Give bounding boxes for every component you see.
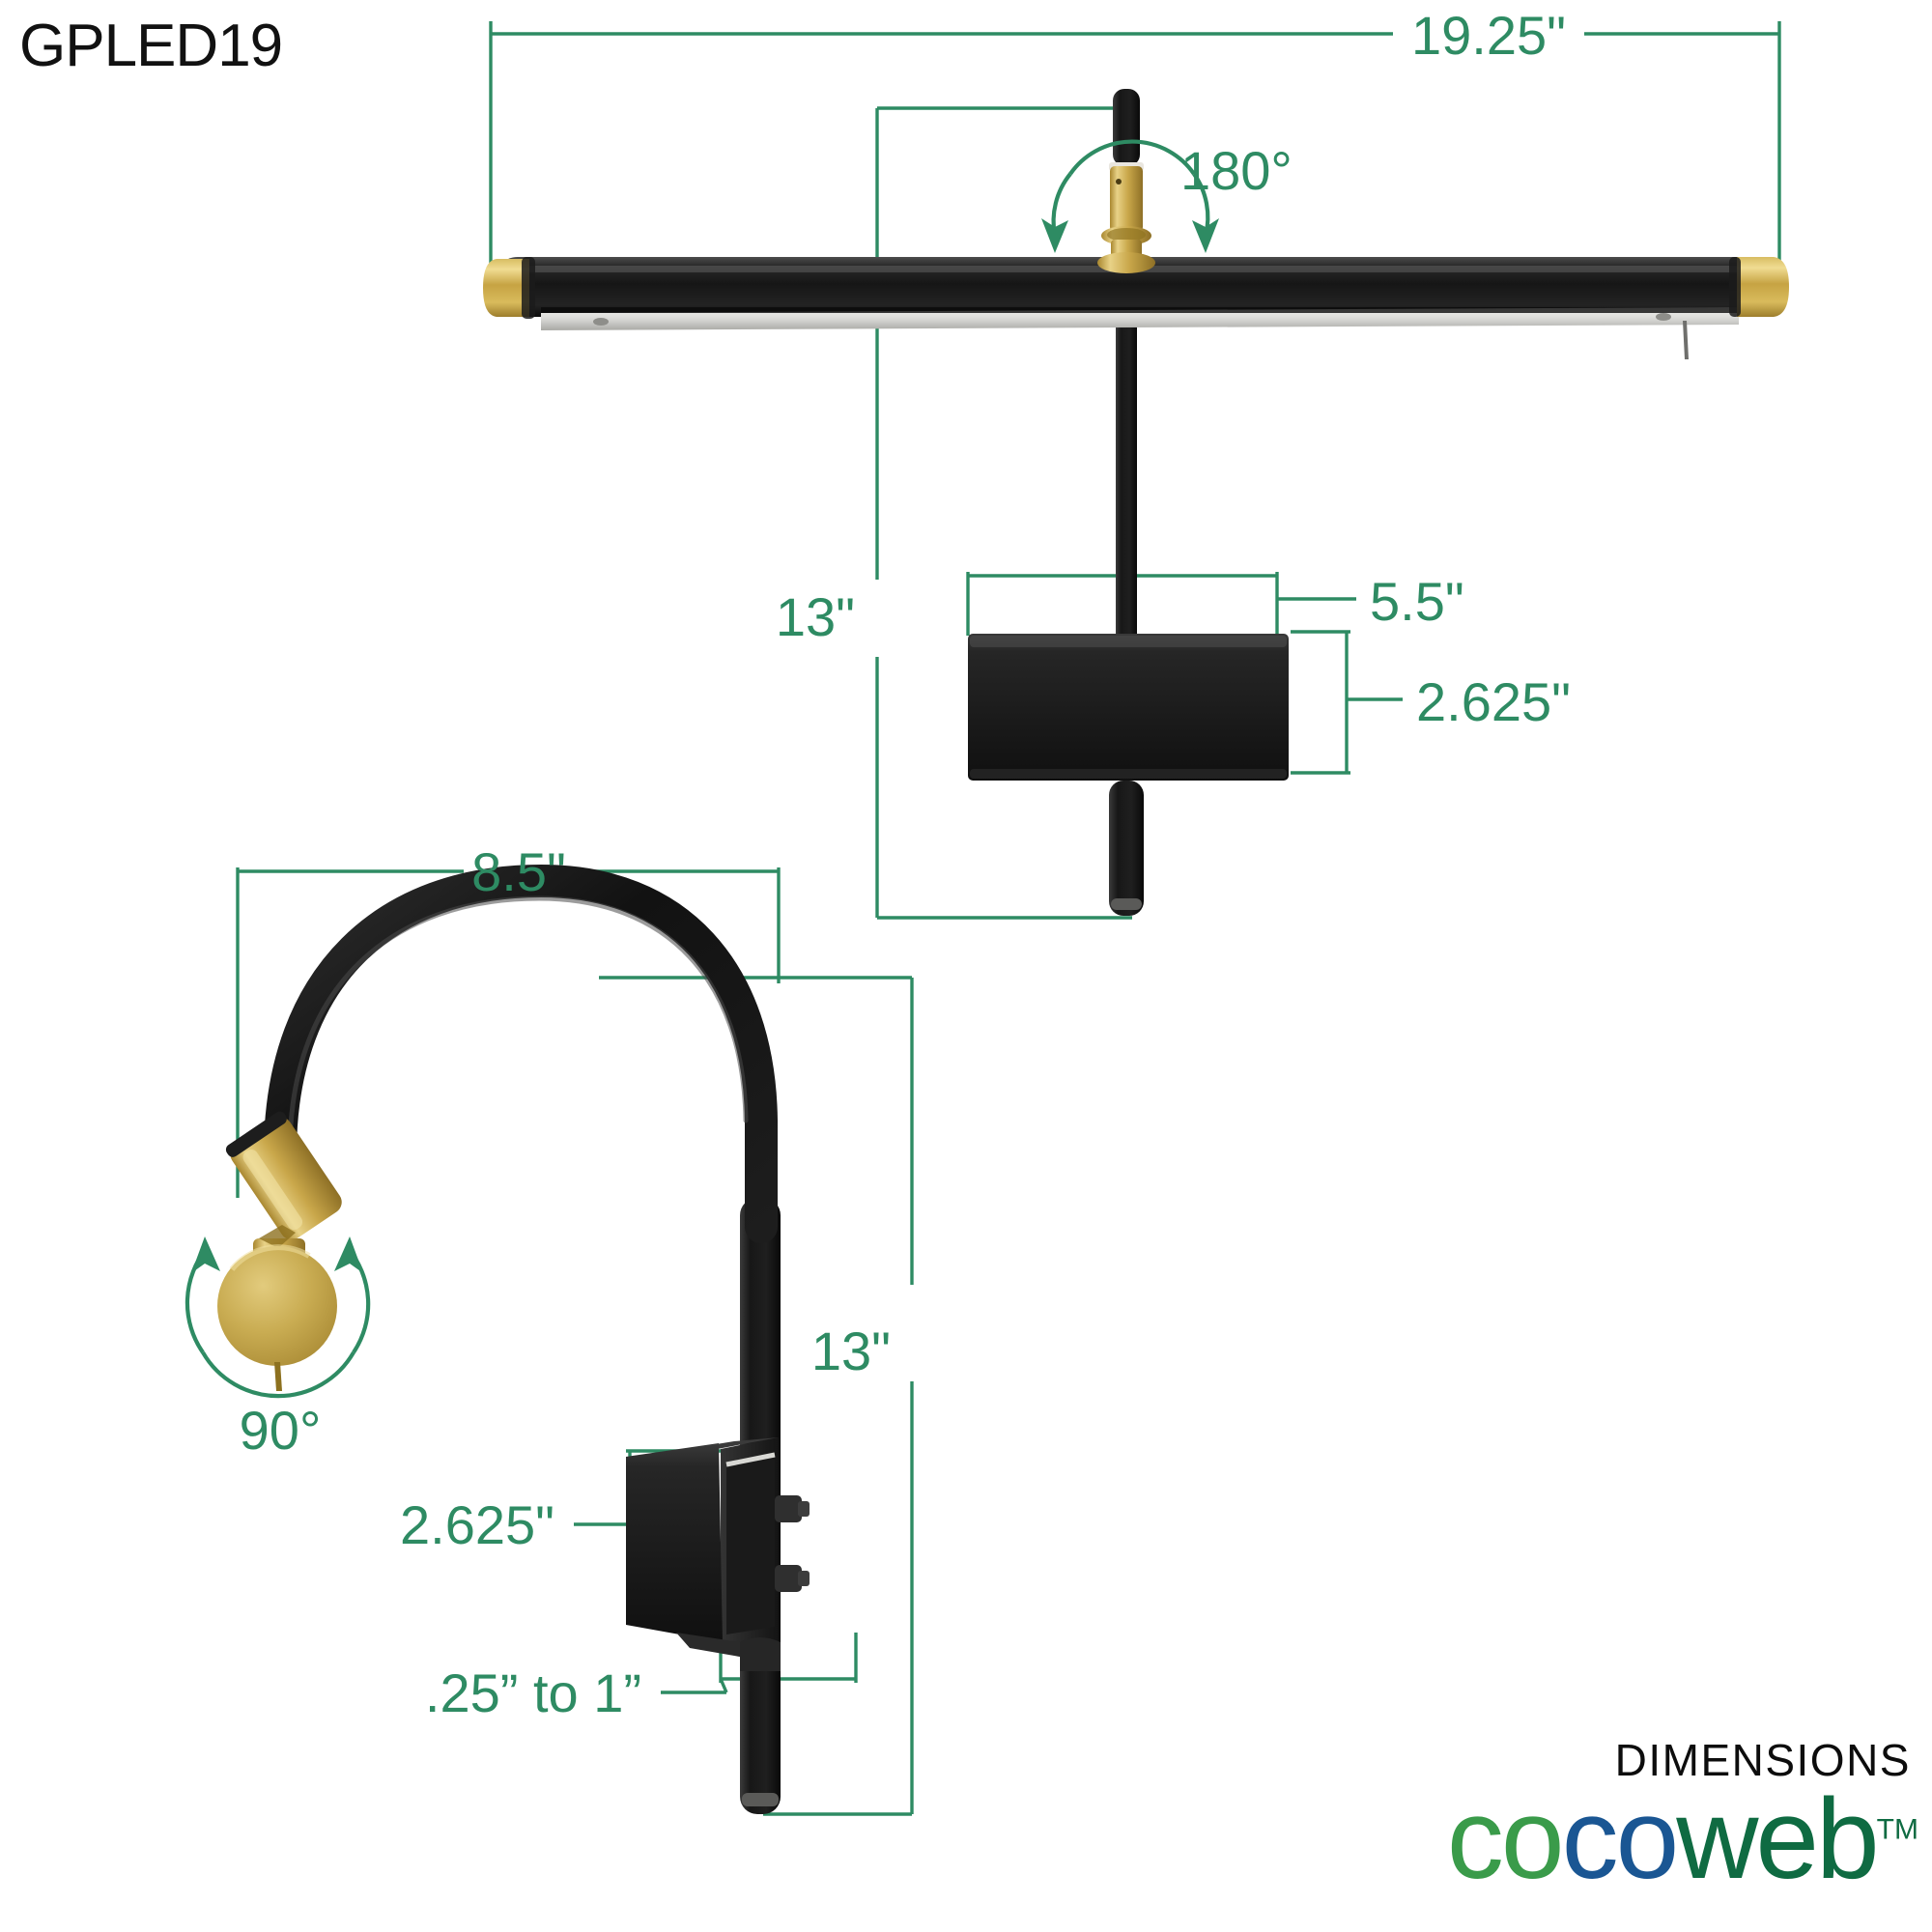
label-clamp-depth: 2.625" bbox=[400, 1494, 554, 1555]
front-clamp-block bbox=[968, 634, 1289, 781]
front-180-arrowheads bbox=[1041, 218, 1219, 253]
side-post-sleeve bbox=[740, 1637, 781, 1671]
logo-part-1: co bbox=[1446, 1776, 1565, 1903]
strip-screw-right bbox=[1656, 313, 1671, 321]
logo-part-3: web bbox=[1676, 1776, 1879, 1903]
label-arm-reach: 8.5" bbox=[471, 841, 566, 902]
swivel-upper-stem bbox=[1113, 89, 1140, 166]
logo-part-2: co bbox=[1561, 1776, 1680, 1903]
side-clamp-thumbscrew-upper bbox=[775, 1495, 810, 1522]
front-view-product bbox=[483, 89, 1789, 916]
side-90-arrowheads bbox=[191, 1236, 363, 1273]
footer-caption: DIMENSIONS bbox=[1614, 1735, 1911, 1785]
swivel-base-flange bbox=[1097, 252, 1155, 273]
side-clamp-channel-highlight bbox=[725, 1452, 776, 1467]
label-overall-drop-front: 13" bbox=[776, 586, 855, 647]
logo-trademark: TM bbox=[1876, 1813, 1918, 1846]
side-head-assembly bbox=[217, 1111, 342, 1391]
side-view-labels: 8.5" 13" 2.625" .25” to 1” 90° bbox=[240, 841, 891, 1723]
side-clamp-bracket bbox=[626, 1437, 810, 1671]
front-endcap-left bbox=[483, 257, 535, 319]
strip-screw-left bbox=[593, 318, 609, 326]
side-gooseneck-arm bbox=[264, 864, 778, 1243]
side-collar-black-band bbox=[225, 1111, 287, 1157]
side-clamp-channel bbox=[726, 1455, 775, 1634]
leader-range-jog bbox=[719, 1678, 728, 1693]
label-clamp-range: .25” to 1” bbox=[425, 1662, 641, 1723]
front-swivel-joint bbox=[1097, 89, 1155, 273]
front-lower-stub bbox=[1109, 781, 1144, 916]
side-clamp-thumbscrew-lower bbox=[775, 1565, 810, 1592]
front-lamp-bar bbox=[493, 257, 1777, 359]
front-endcap-right bbox=[1729, 257, 1789, 317]
page-title: GPLED19 bbox=[19, 13, 283, 79]
cocoweb-logo: cocowebTM bbox=[1447, 1782, 1918, 1896]
label-shade-swivel: 180° bbox=[1180, 140, 1293, 201]
strip-pin bbox=[1683, 321, 1689, 359]
label-overall-width: 19.25" bbox=[1411, 5, 1566, 66]
label-clamp-height-front: 2.625" bbox=[1416, 671, 1571, 732]
side-gooseneck-highlight bbox=[287, 895, 749, 1151]
side-post-foot bbox=[742, 1793, 779, 1806]
side-head-collar bbox=[230, 1117, 342, 1240]
side-head-disc bbox=[217, 1246, 337, 1366]
label-overall-height-side: 13" bbox=[811, 1321, 891, 1381]
label-head-tilt: 90° bbox=[240, 1400, 322, 1461]
side-view-product bbox=[185, 864, 810, 1814]
side-head-pin bbox=[274, 1362, 282, 1391]
swivel-barrel bbox=[1110, 166, 1143, 232]
front-view-labels: 19.25" 13" 5.5" 2.625" 180° bbox=[776, 5, 1571, 732]
label-clamp-width: 5.5" bbox=[1370, 571, 1464, 632]
side-clamp-front-jaw bbox=[626, 1443, 723, 1642]
